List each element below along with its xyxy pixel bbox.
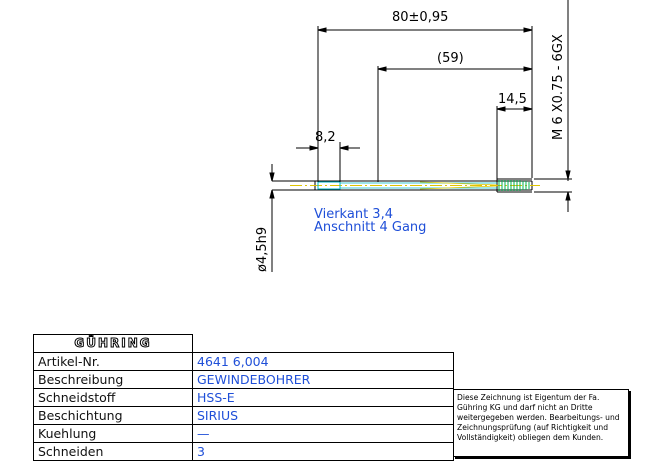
table-row: Kuehlung — (33, 423, 454, 443)
guehring-logo: GÜHRING (33, 334, 193, 353)
dimension-shank-diameter (269, 164, 275, 272)
shank-diameter-label: ø4,5h9 (255, 227, 270, 272)
row-label: Kuehlung (33, 423, 193, 443)
note-square: Vierkant 3,4 (314, 207, 393, 222)
row-label: Schneidstoff (33, 387, 193, 407)
table-row: Schneidstoff HSS-E (33, 387, 454, 407)
note-chamfer: Anschnitt 4 Gang (314, 220, 426, 235)
row-value: HSS-E (192, 387, 454, 407)
tap-tool-outline (272, 178, 533, 193)
row-value: 3 (192, 441, 454, 461)
row-label: Schneiden (33, 441, 193, 461)
title-block: GÜHRING Artikel-Nr. 4641 6,004 Beschreib… (33, 334, 454, 461)
row-label: Beschichtung (33, 405, 193, 425)
table-row: Schneiden 3 (33, 441, 454, 461)
row-value: — (192, 423, 454, 443)
dimension-thread-spec (534, 0, 572, 212)
row-value: 4641 6,004 (192, 351, 454, 371)
mid-length-label: (59) (437, 51, 464, 66)
ownership-notice: Diese Zeichnung ist Eigentum der Fa. Güh… (453, 389, 629, 457)
table-row: Artikel-Nr. 4641 6,004 (33, 351, 454, 371)
square-length-label: 8,2 (315, 130, 336, 145)
shank-colored-lines (290, 181, 540, 190)
table-row: Beschreibung GEWINDEBOHRER (33, 369, 454, 389)
thread-length-label: 14,5 (498, 92, 527, 107)
dimension-square-length (296, 142, 360, 182)
thread-section (498, 180, 530, 191)
total-length-label: 80±0,95 (392, 10, 448, 25)
row-label: Artikel-Nr. (33, 351, 193, 371)
row-value: GEWINDEBOHRER (192, 369, 454, 389)
row-label: Beschreibung (33, 369, 193, 389)
thread-spec-label: M 6 X0.75 - 6GX (551, 34, 566, 140)
row-value: SIRIUS (192, 405, 454, 425)
table-row: Beschichtung SIRIUS (33, 405, 454, 425)
dimension-thread-length (496, 106, 533, 179)
dimension-mid-length (377, 66, 533, 182)
